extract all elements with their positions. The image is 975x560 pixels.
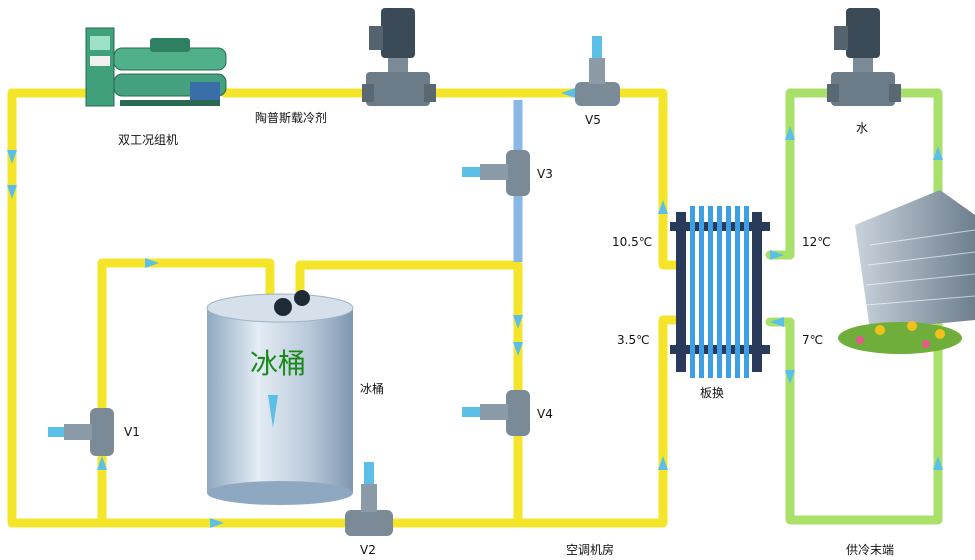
valve-v1[interactable] [48, 408, 114, 456]
pipe-bottom-to-hx [515, 315, 685, 528]
water-pipe-pump-out [785, 88, 943, 525]
water-pump [827, 8, 901, 106]
label-chiller: 双工况组机 [118, 133, 178, 147]
flow-arrow [513, 315, 523, 329]
flow-arrow [658, 456, 668, 470]
label-v1: V1 [124, 425, 140, 439]
plate-heat-exchanger [670, 206, 770, 378]
flow-arrow [658, 200, 668, 214]
building-icon [838, 190, 975, 354]
flow-arrow [785, 370, 795, 384]
label-v3: V3 [537, 167, 553, 181]
ice-tank [206, 290, 354, 505]
flow-arrow [7, 150, 17, 164]
label-tank: 冰桶 [360, 381, 384, 396]
flow-arrow [770, 317, 784, 327]
flow-arrow [933, 146, 943, 160]
label-v2: V2 [360, 543, 376, 557]
flow-arrow [7, 185, 17, 199]
label-t-7: 7℃ [802, 333, 823, 347]
flow-arrow [561, 88, 575, 98]
glycol-pump [362, 8, 436, 106]
flow-arrow [513, 342, 523, 356]
water-pipe-outer [785, 88, 835, 260]
flow-arrow [97, 456, 107, 470]
labels: 双工况组机 陶普斯载冷剂 V5 水 V3 10.5℃ 12℃ 3.5℃ 7℃ 板… [118, 110, 894, 557]
valve-v5[interactable] [575, 36, 620, 106]
valve-v4[interactable] [462, 390, 530, 436]
label-v4: V4 [537, 407, 553, 421]
label-plate-hx: 板换 [700, 386, 724, 400]
label-ac-room: 空调机房 [566, 542, 614, 557]
flow-arrow [145, 258, 159, 268]
pipe-v5-to-hx [615, 88, 685, 270]
label-t-12: 12℃ [802, 235, 831, 249]
label-v5: V5 [585, 113, 601, 127]
label-cooling-end: 供冷末端 [846, 543, 894, 557]
label-refrigerant: 陶普斯载冷剂 [255, 110, 327, 125]
pipe-v1-branch [97, 258, 275, 528]
valve-v3[interactable] [462, 150, 530, 196]
tank-title: 冰桶 [250, 347, 307, 380]
flow-arrow [933, 456, 943, 470]
flow-arrow [785, 126, 795, 140]
chiller-unit [85, 27, 227, 107]
flow-arrow [210, 518, 224, 528]
label-water: 水 [856, 121, 868, 135]
label-t-3-5: 3.5℃ [617, 333, 650, 347]
label-t-10-5: 10.5℃ [612, 235, 652, 249]
flow-arrows [7, 88, 943, 528]
valve-v2[interactable] [345, 462, 393, 536]
flow-arrow [770, 250, 784, 260]
